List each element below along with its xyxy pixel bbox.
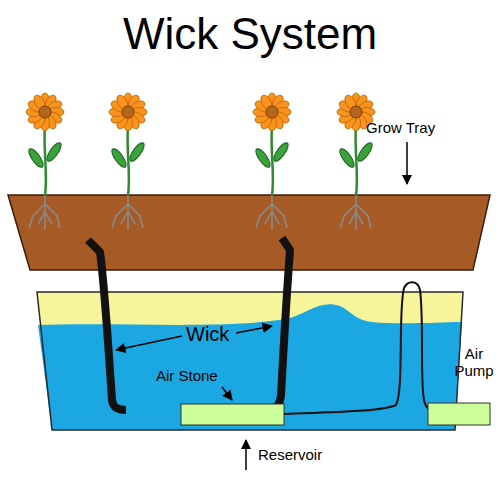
part-label: Grow Tray (366, 120, 435, 137)
diagram-title: Wick System (0, 10, 500, 58)
part-label: Wick (186, 323, 229, 345)
part-label: Reservoir (258, 447, 322, 464)
part-label: Air Pump (451, 346, 497, 379)
part-label: Air Stone (156, 368, 218, 385)
